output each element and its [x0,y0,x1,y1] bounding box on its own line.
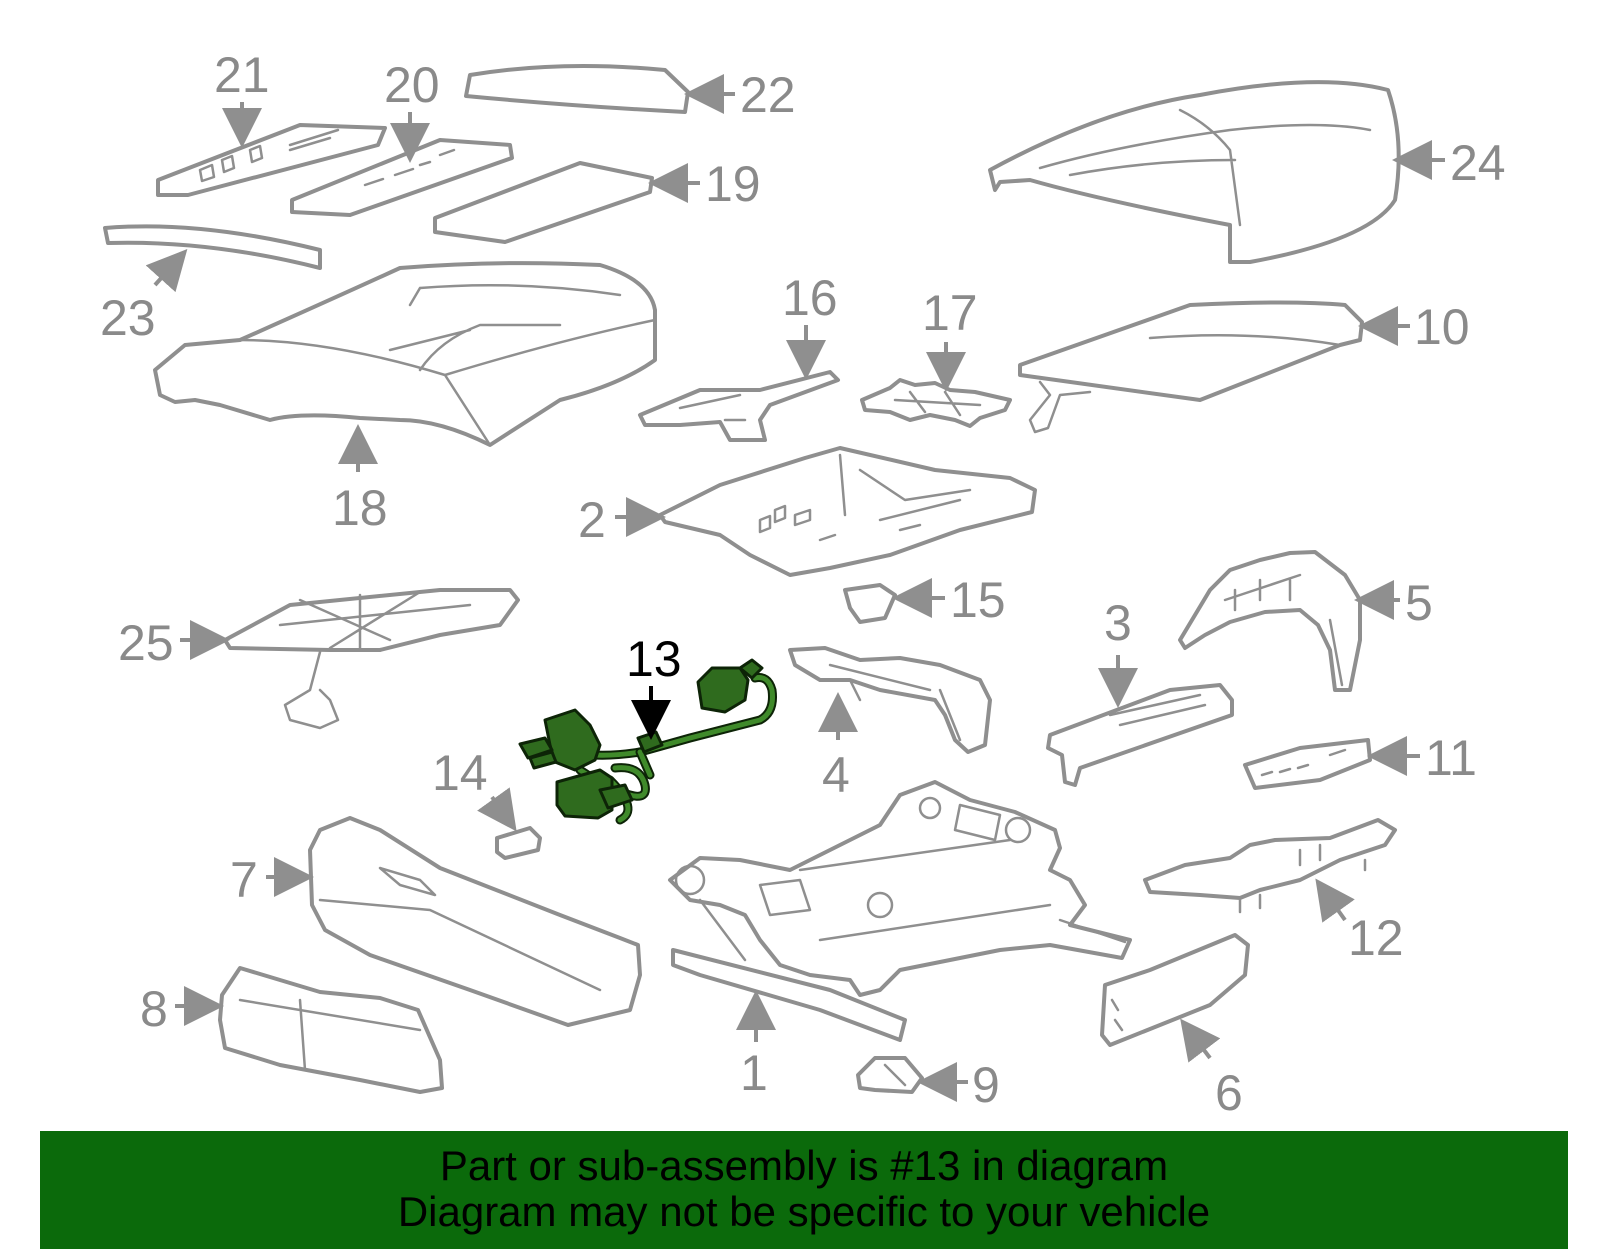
part-14-plug: 14 [432,745,542,860]
part-23-trim-strip: 23 [100,224,322,346]
callout-10: 10 [1414,299,1470,355]
footer-line-part-info: Part or sub-assembly is #13 in diagram [439,1142,1169,1189]
footer-line-disclaimer: Diagram may not be specific to your vehi… [397,1188,1211,1235]
part-24-seat-cover: 24 [988,80,1506,264]
callout-7: 7 [230,852,258,908]
callout-4: 4 [822,747,850,803]
part-5-bracket: 5 [1178,550,1433,692]
part-18-cushion: 18 [153,261,657,536]
part-6-trim-cover: 6 [1100,933,1250,1121]
part-8-side-panel: 8 [140,966,444,1094]
callout-25: 25 [118,615,174,671]
callout-5: 5 [1405,575,1433,631]
callout-21: 21 [214,47,270,103]
callout-22: 22 [740,67,796,123]
part-17-bracket: 17 [860,285,1012,428]
callout-6: 6 [1215,1065,1243,1121]
part-13-wiring-harness: 13 [518,631,777,825]
part-20-heater-mat: 20 [290,57,514,217]
part-10-cushion-pad: 10 [1018,299,1470,434]
part-25-pan: 25 [118,588,520,730]
part-7-side-shield: 7 [230,816,642,1027]
part-9-clip: 9 [856,1056,1000,1113]
callout-15: 15 [950,572,1006,628]
callout-18: 18 [332,480,388,536]
callout-2: 2 [578,492,606,548]
part-12-rail-bracket: 12 [1143,818,1404,966]
part-16-bracket: 16 [638,270,840,442]
callout-8: 8 [140,981,168,1037]
callout-20: 20 [384,57,440,113]
callout-11: 11 [1425,730,1477,786]
part-19-pad: 19 [433,156,761,244]
part-22-pad: 22 [464,64,796,123]
callout-14: 14 [432,745,488,801]
callout-23: 23 [100,290,156,346]
part-1-seat-frame: 1 [668,780,1132,1101]
callout-1: 1 [740,1045,768,1101]
callout-16: 16 [782,270,838,326]
callout-3: 3 [1104,595,1132,651]
callout-17: 17 [922,285,978,341]
callout-12: 12 [1348,910,1404,966]
part-2-seat-pan: 2 [578,446,1037,577]
part-4-side-bracket: 4 [788,646,992,803]
callout-13: 13 [626,631,682,687]
seat-parts-diagram: 21 20 22 19 23 24 18 [100,47,1506,1121]
part-15-clip: 15 [843,572,1006,628]
callout-19: 19 [705,156,761,212]
part-3-cover: 3 [1046,595,1234,787]
callout-9: 9 [972,1057,1000,1113]
part-21-heater-mat: 21 [156,47,387,197]
part-11-switch: 11 [1243,730,1477,790]
footer-banner: Part or sub-assembly is #13 in diagram D… [40,1131,1568,1249]
callout-24: 24 [1450,135,1506,191]
